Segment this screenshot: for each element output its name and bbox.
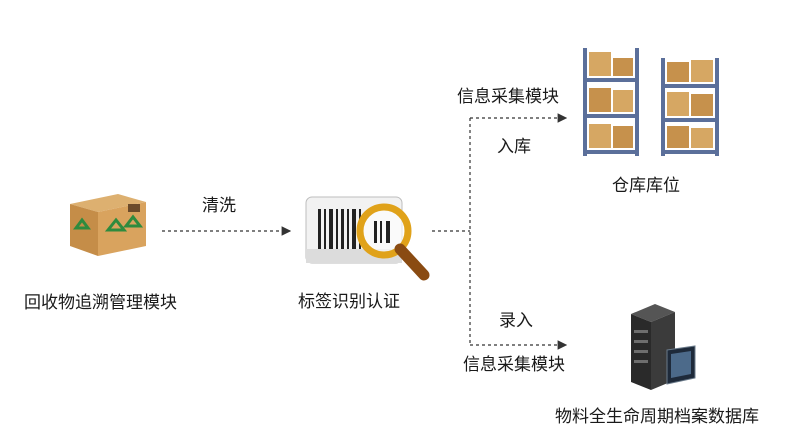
- server-database-icon: [631, 304, 696, 390]
- database-node: [625, 302, 697, 394]
- recycle-module-label: 回收物追溯管理模块: [24, 293, 177, 313]
- barcode-magnifier-icon: [305, 196, 430, 281]
- info-collect-module-bottom: 信息采集模块: [463, 355, 565, 375]
- scan-node: [304, 195, 434, 285]
- warehouse-node-label: 仓库库位: [612, 176, 680, 196]
- info-collect-module-top: 信息采集模块: [457, 87, 559, 107]
- scan-node-label: 标签识别认证: [298, 292, 400, 312]
- database-node-label: 物料全生命周期档案数据库: [555, 407, 759, 427]
- recycle-node: [60, 190, 156, 260]
- warehouse-shelves-icon: [583, 48, 719, 156]
- clean-step-label: 清洗: [202, 196, 236, 216]
- warehouse-node: [575, 40, 735, 158]
- recycle-box-icon: [70, 194, 146, 256]
- data-entry-label: 录入: [499, 311, 533, 331]
- warehouse-in-label: 入库: [497, 137, 531, 157]
